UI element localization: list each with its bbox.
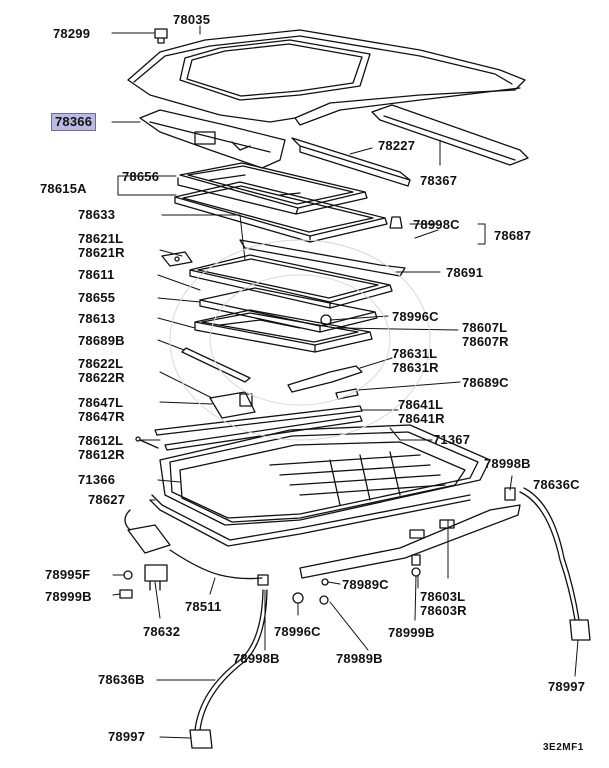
part-label-78603[interactable]: 78603L 78603R <box>420 590 467 618</box>
part-label-78997-lower[interactable]: 78997 <box>108 729 146 744</box>
part-label-78636b[interactable]: 78636B <box>98 672 145 687</box>
rail-78641 <box>154 405 363 451</box>
part-label-78998b-right[interactable]: 78998B <box>484 456 531 471</box>
part-label-78647l[interactable]: 78647L <box>78 395 124 410</box>
bracket-78631 <box>287 365 363 393</box>
part-label-78997-right[interactable]: 78997 <box>548 679 586 694</box>
part-label-78613[interactable]: 78613 <box>78 311 116 326</box>
part-label-78633[interactable]: 78633 <box>78 207 116 222</box>
part-label-78632[interactable]: 78632 <box>143 624 181 639</box>
part-label-78641r[interactable]: 78641R <box>398 411 445 426</box>
part-label-78999b-left[interactable]: 78999B <box>45 589 92 604</box>
part-label-78999b-right[interactable]: 78999B <box>388 625 435 640</box>
part-label-78612l[interactable]: 78612L <box>78 433 124 448</box>
seal-78627 <box>149 494 471 547</box>
part-label-78689b[interactable]: 78689B <box>78 333 125 348</box>
part-label-78611[interactable]: 78611 <box>78 267 115 282</box>
drain-frame-71366 <box>179 441 466 523</box>
part-label-78607l[interactable]: 78607L <box>462 320 508 335</box>
rear-rail-78227 <box>291 137 411 187</box>
part-label-78998c[interactable]: 78998C <box>413 217 460 232</box>
part-label-78641[interactable]: 78641L 78641R <box>398 398 445 426</box>
roof-panel <box>127 29 526 126</box>
side-rail-78603 <box>299 504 521 579</box>
outer-frame-71367 <box>159 424 491 526</box>
part-label-78621l[interactable]: 78621L <box>78 231 124 246</box>
part-label-78621[interactable]: 78621L 78621R <box>78 232 125 260</box>
part-label-78636c[interactable]: 78636C <box>533 477 580 492</box>
part-label-78366-highlighted[interactable]: 78366 <box>51 113 97 131</box>
part-label-78603r[interactable]: 78603R <box>420 603 467 618</box>
leader-lines <box>111 25 579 739</box>
part-label-78996c-upper[interactable]: 78996C <box>392 309 439 324</box>
part-label-78989b[interactable]: 78989B <box>336 651 383 666</box>
bracket-78622 <box>209 391 256 419</box>
part-label-78995f[interactable]: 78995F <box>45 567 91 582</box>
part-label-78607[interactable]: 78607L 78607R <box>462 321 509 349</box>
part-label-78655[interactable]: 78655 <box>78 290 116 305</box>
motor-78632 <box>124 509 263 591</box>
part-label-71367[interactable]: 71367 <box>433 432 471 447</box>
part-label-78622l[interactable]: 78622L <box>78 356 124 371</box>
part-label-78631r[interactable]: 78631R <box>392 360 439 375</box>
part-label-78627[interactable]: 78627 <box>88 492 126 507</box>
part-label-78998b-lower[interactable]: 78998B <box>233 651 280 666</box>
part-label-78989c[interactable]: 78989C <box>342 577 389 592</box>
part-label-78647[interactable]: 78647L 78647R <box>78 396 125 424</box>
part-label-78227[interactable]: 78227 <box>378 138 416 153</box>
part-label-78641l[interactable]: 78641L <box>398 397 444 412</box>
part-label-78647r[interactable]: 78647R <box>78 409 125 424</box>
pin-78612 <box>135 436 159 449</box>
part-label-78631[interactable]: 78631L 78631R <box>392 347 439 375</box>
part-label-78691[interactable]: 78691 <box>446 265 484 280</box>
part-label-78367[interactable]: 78367 <box>420 173 458 188</box>
bracket-78621 <box>161 251 193 267</box>
part-label-78299[interactable]: 78299 <box>53 26 91 41</box>
strip-78689b <box>181 347 251 383</box>
part-label-78996c-lower[interactable]: 78996C <box>274 624 321 639</box>
part-label-78687[interactable]: 78687 <box>494 228 532 243</box>
part-label-71366[interactable]: 71366 <box>78 472 116 487</box>
part-label-78612[interactable]: 78612L 78612R <box>78 434 125 462</box>
frame-78611 <box>199 287 378 333</box>
diagram-code: 3E2MF1 <box>543 742 584 753</box>
part-label-78615a[interactable]: 78615A <box>40 181 87 196</box>
part-label-78656[interactable]: 78656 <box>122 169 160 184</box>
drain-hoses <box>189 487 591 749</box>
part-label-78511[interactable]: 78511 <box>185 599 222 614</box>
part-label-78035[interactable]: 78035 <box>173 12 211 27</box>
strip-78689c <box>335 388 359 400</box>
frame-78633 <box>189 254 393 309</box>
part-label-78607r[interactable]: 78607R <box>462 334 509 349</box>
seal-frame <box>174 181 388 243</box>
part-label-78621r[interactable]: 78621R <box>78 245 125 260</box>
front-reinforcement <box>139 109 286 169</box>
part-label-78603l[interactable]: 78603L <box>420 589 466 604</box>
part-label-78622[interactable]: 78622L 78622R <box>78 357 125 385</box>
part-label-78622r[interactable]: 78622R <box>78 370 125 385</box>
part-label-78689c[interactable]: 78689C <box>462 375 509 390</box>
part-label-78631l[interactable]: 78631L <box>392 346 438 361</box>
rear-reinforcement-78367 <box>371 104 529 166</box>
tray-78613 <box>194 309 373 353</box>
part-label-78612r[interactable]: 78612R <box>78 447 125 462</box>
clip-78299 <box>154 28 168 44</box>
